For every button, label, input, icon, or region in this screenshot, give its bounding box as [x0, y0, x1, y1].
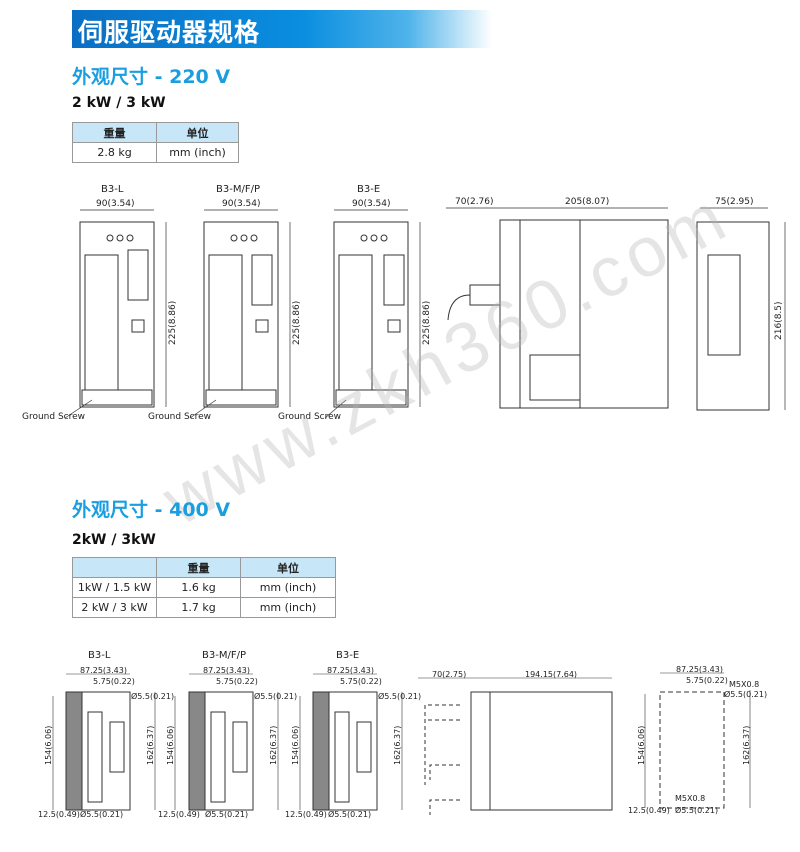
- dim-label: 5.75(0.22): [340, 677, 382, 686]
- dim-label: 87.25(3.43): [676, 665, 723, 674]
- ground-screw-label: Ground Screw: [148, 412, 212, 422]
- front-view-b3-e: [333, 221, 409, 408]
- dim-label: 154(6.06): [166, 725, 175, 765]
- cell: 2 kW / 3 kW: [72, 597, 157, 618]
- dim-label: 90(3.54): [222, 199, 261, 209]
- dim-label: 162(6.37): [146, 725, 155, 765]
- dim-label: 12.5(0.49): [38, 810, 80, 819]
- side-view-220v: [447, 219, 669, 409]
- cell: 1kW / 1.5 kW: [72, 577, 157, 598]
- dim-label: Ø5.5(0.21): [328, 810, 372, 819]
- cell: 2.8 kg: [72, 142, 157, 163]
- page-title: 伺服驱动器规格: [78, 18, 261, 47]
- model-label: B3-E: [357, 184, 381, 195]
- power-400v: 2kW / 3kW: [72, 532, 156, 548]
- ground-screw-label: Ground Screw: [22, 412, 86, 422]
- dim-label: 194.15(7.64): [525, 670, 578, 679]
- dim-label: 154(6.06): [44, 725, 53, 765]
- model-label: B3-M/F/P: [216, 184, 260, 195]
- cell: mm (inch): [240, 577, 336, 598]
- dim-label: 12.5(0.49): [285, 810, 327, 819]
- mounting-view-400v: [659, 691, 725, 809]
- dim-label: 162(6.37): [269, 725, 278, 765]
- front-view-b3-l: [79, 221, 155, 408]
- screw-label: M5X0.8: [729, 680, 760, 689]
- model-label: B3-M/F/P: [202, 650, 246, 661]
- model-label: B3-L: [88, 650, 111, 661]
- dim-label: Ø5.5(0.21): [378, 692, 422, 701]
- dim-label: Ø5.5(0.21): [80, 810, 124, 819]
- model-label: B3-L: [101, 184, 124, 195]
- dim-label: 154(6.06): [291, 725, 300, 765]
- screw-label: M5X0.8: [675, 794, 706, 803]
- dim-label: 70(2.75): [432, 670, 467, 679]
- dim-label: Ø5.5(0.21): [675, 806, 719, 815]
- model-label: B3-E: [336, 650, 360, 661]
- rear-view-220v: [696, 221, 770, 411]
- header-weight: 重量: [156, 557, 241, 578]
- header-weight: 重量: [72, 122, 157, 143]
- dim-label: 87.25(3.43): [80, 666, 127, 675]
- power-220v: 2 kW / 3 kW: [72, 95, 166, 111]
- subtitle-220v: 外观尺寸 - 220 V: [72, 66, 231, 88]
- front-view-400v-b3-e: [312, 691, 378, 811]
- dim-label: 87.25(3.43): [327, 666, 374, 675]
- dim-label: 12.5(0.49): [628, 806, 670, 815]
- dim-label: 5.75(0.22): [686, 676, 728, 685]
- section-banner: 伺服驱动器规格: [72, 10, 492, 48]
- cell: mm (inch): [156, 142, 239, 163]
- dim-label: 12.5(0.49): [158, 810, 200, 819]
- dim-label: Ø5.5(0.21): [724, 690, 768, 699]
- front-view-400v-b3-l: [65, 691, 131, 811]
- subtitle-400v: 外观尺寸 - 400 V: [72, 499, 231, 521]
- dim-label: 75(2.95): [715, 197, 754, 207]
- dim-label: 90(3.54): [352, 199, 391, 209]
- dim-label: 5.75(0.22): [93, 677, 135, 686]
- cell: mm (inch): [240, 597, 336, 618]
- dim-label: 154(6.06): [637, 725, 646, 765]
- dim-label: 162(6.37): [393, 725, 402, 765]
- front-view-b3-mfp: [203, 221, 279, 408]
- dim-label: 90(3.54): [96, 199, 135, 209]
- dim-label: 87.25(3.43): [203, 666, 250, 675]
- ground-screw-label: Ground Screw: [278, 412, 342, 422]
- front-view-400v-b3-mfp: [188, 691, 254, 811]
- header-unit: 单位: [240, 557, 336, 578]
- dim-label: 70(2.76): [455, 197, 494, 207]
- dim-label: Ø5.5(0.21): [131, 692, 175, 701]
- cell: 1.7 kg: [156, 597, 241, 618]
- dim-label: 205(8.07): [565, 197, 610, 207]
- dim-label: Ø5.5(0.21): [205, 810, 249, 819]
- dim-label: 5.75(0.22): [216, 677, 258, 686]
- dim-label: 162(6.37): [742, 725, 751, 765]
- side-view-400v: [424, 691, 613, 815]
- dim-label: Ø5.5(0.21): [254, 692, 298, 701]
